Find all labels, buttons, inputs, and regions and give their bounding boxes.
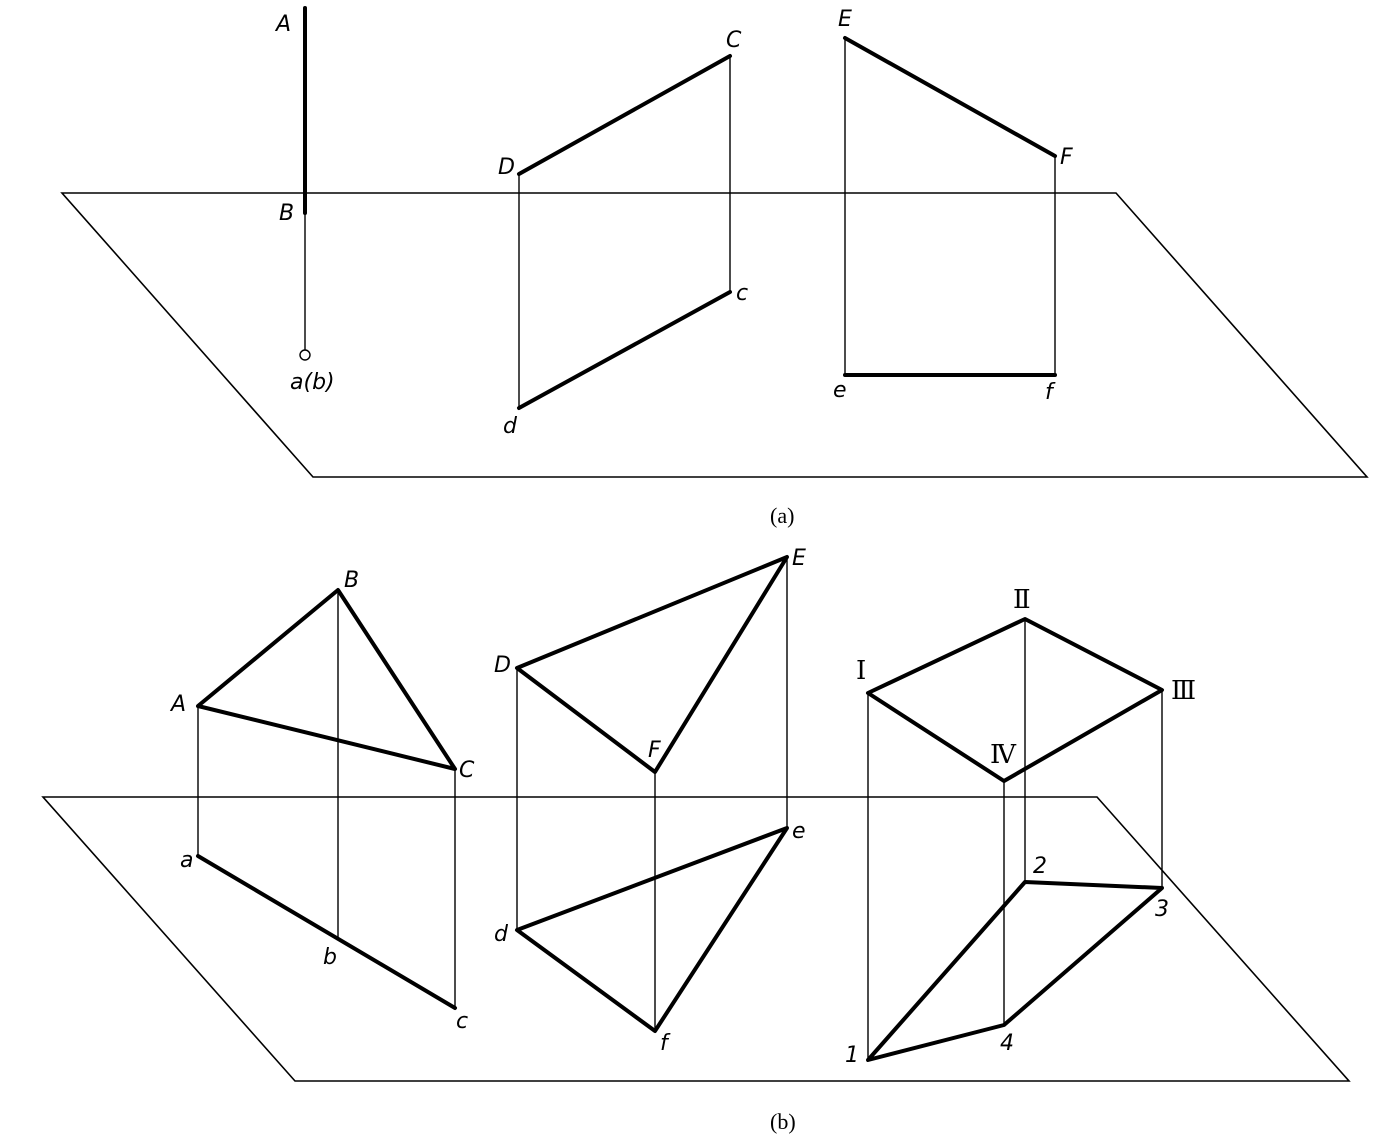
label-roman-II: Ⅱ [1013, 585, 1031, 615]
triangle-ABC [196, 588, 457, 771]
line-EF [843, 36, 1057, 158]
label-4: 4 [1000, 1031, 1014, 1056]
label-d: d [503, 414, 518, 439]
label-1: 1 [845, 1043, 859, 1068]
label-f: f [1045, 380, 1056, 405]
label-E: E [838, 7, 852, 32]
panel-b: A B C a b c D E F d e f Ⅰ Ⅱ Ⅲ Ⅳ 1 2 3 4 … [41, 546, 1351, 1134]
label-2: 2 [1033, 854, 1047, 879]
label-F: F [1060, 145, 1073, 170]
label-a: a [180, 848, 193, 873]
label-A: A [274, 12, 291, 37]
label-C: C [459, 758, 475, 783]
label-e: e [792, 819, 806, 844]
line-cd [517, 290, 732, 410]
panel-a: A B a(b) C D c d E F e f (a) [60, 6, 1369, 528]
caption-a: (a) [770, 503, 794, 528]
triangle-def [515, 826, 789, 1033]
label-roman-I: Ⅰ [856, 656, 866, 686]
label-c: c [456, 1009, 468, 1034]
triangle-DEF [515, 555, 789, 774]
label-ab: a(b) [290, 370, 335, 395]
label-b: b [323, 945, 337, 970]
label-E: E [792, 546, 806, 571]
quad-1-2-3-4 [866, 880, 1164, 1062]
label-3: 3 [1155, 897, 1169, 922]
label-C: C [726, 28, 742, 53]
label-F: F [648, 738, 661, 763]
label-d: d [494, 922, 509, 947]
projection-plane-b [41, 796, 1351, 1082]
label-e: e [833, 378, 847, 403]
label-D: D [494, 653, 511, 678]
label-A: A [169, 692, 186, 717]
label-D: D [498, 155, 515, 180]
label-c: c [736, 281, 748, 306]
projection-plane-a [60, 192, 1369, 478]
label-roman-III: Ⅲ [1171, 676, 1196, 706]
label-roman-IV: Ⅳ [990, 740, 1017, 770]
line-ac-proj [196, 854, 457, 1010]
line-CD [517, 54, 732, 176]
point-ab [299, 349, 311, 361]
label-B: B [344, 568, 359, 593]
caption-b: (b) [770, 1109, 796, 1134]
label-f: f [660, 1031, 671, 1056]
label-B: B [279, 201, 294, 226]
